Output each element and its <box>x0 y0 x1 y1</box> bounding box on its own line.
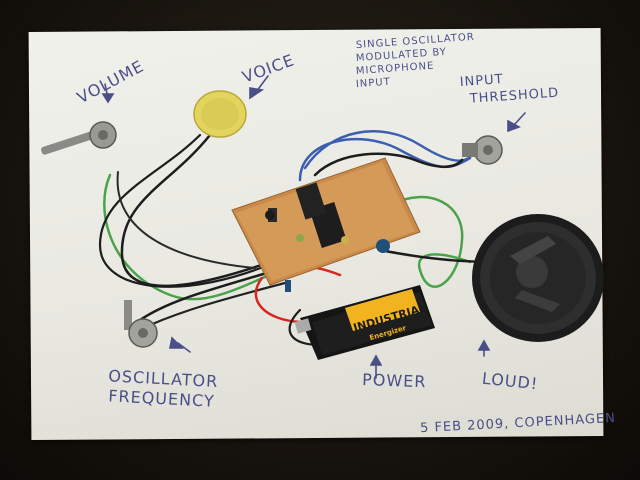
label-date: 5 FEB 2009, COPENHAGEN <box>420 411 617 436</box>
perfboard <box>231 157 421 292</box>
wire-black <box>148 281 287 327</box>
label-power: POWER <box>362 370 427 391</box>
arrows <box>101 75 526 379</box>
label-description-4: INPUT <box>356 77 392 90</box>
label-description-3: MICROPHONE <box>356 61 435 77</box>
threshold-potentiometer <box>462 135 503 165</box>
label-loud: LOUD! <box>481 369 539 394</box>
wire-black <box>138 270 272 322</box>
label-input-threshold-2: THRESHOLD <box>468 86 559 107</box>
wire-black <box>313 152 464 177</box>
label-input-threshold-1: INPUT <box>459 72 504 90</box>
label-volume: VOLUME <box>74 56 147 107</box>
volume-potentiometer <box>41 121 117 155</box>
piezo-disc <box>193 90 247 138</box>
battery: INDUSTRIAL Energizer <box>294 285 435 360</box>
speaker <box>472 214 604 342</box>
frequency-potentiometer <box>124 300 158 348</box>
wire-black <box>120 133 272 288</box>
wire-black <box>116 171 256 269</box>
wire-red <box>254 276 302 324</box>
wire-black <box>98 133 287 288</box>
label-voice: VOICE <box>240 50 297 86</box>
